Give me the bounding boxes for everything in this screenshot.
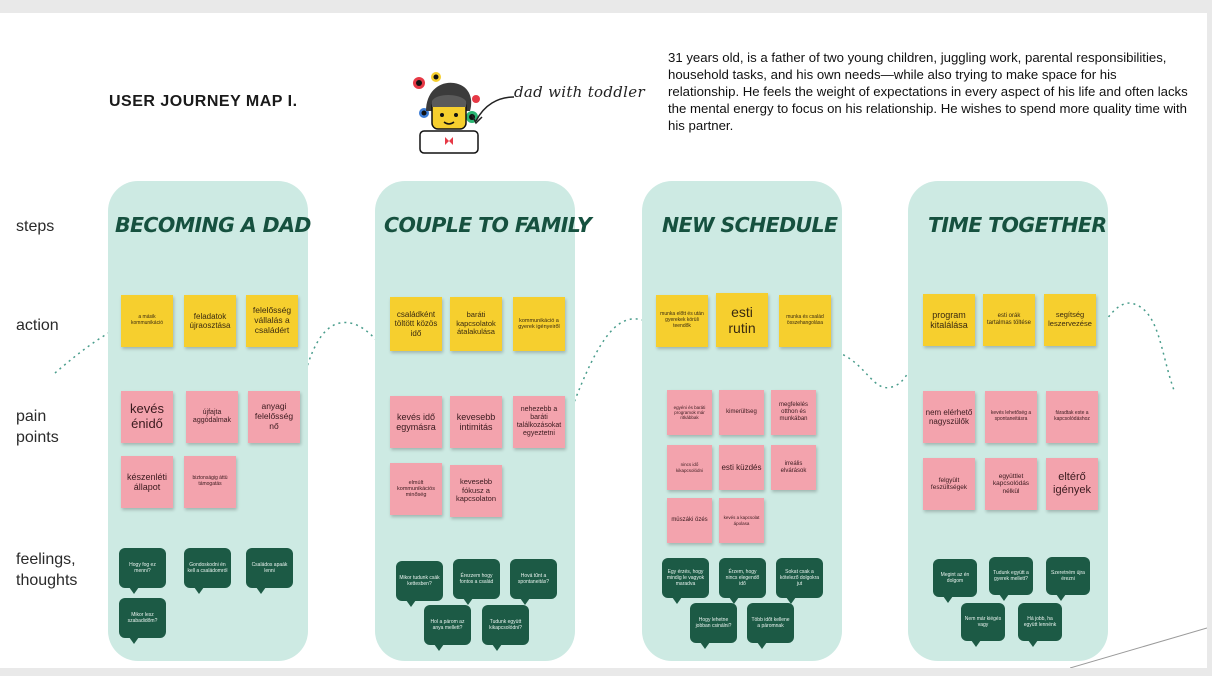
pain-note[interactable]: készenléti állapot	[121, 456, 173, 508]
action-note[interactable]: családként töltött közös idő	[390, 297, 442, 351]
row-label-action: action	[16, 317, 59, 334]
page-title: USER JOURNEY MAP I.	[109, 93, 298, 110]
pain-note[interactable]: esti küzdés	[719, 445, 764, 490]
thought-bubble: Tudunk együtt a gyerek mellett?	[989, 557, 1033, 601]
thought-bubble: Szeretném újra érezni	[1046, 557, 1090, 601]
thought-bubble: Érezzem hogy fontos a család	[453, 559, 500, 605]
action-note[interactable]: munka és család összehangolása	[779, 295, 831, 347]
curved-arrow-icon	[471, 96, 515, 125]
row-label-feelings: feelings,	[16, 551, 76, 568]
row-label-steps: steps	[16, 218, 55, 235]
pain-note[interactable]: müszáki özés	[667, 498, 712, 543]
stage-title: TIME TOGETHER	[928, 213, 1107, 237]
action-note[interactable]: munka előtt és után gyerekek körüli teen…	[656, 295, 708, 347]
thought-bubble: Családos apaák lenni	[246, 548, 293, 594]
row-label-thoughts: thoughts	[16, 572, 78, 589]
action-note[interactable]: program kitalálása	[923, 294, 975, 346]
action-note[interactable]: felelősség vállalás a családért	[246, 295, 298, 347]
pain-note[interactable]: fáradtak este a kapcsolódáshoz	[1046, 391, 1098, 443]
thought-bubble: Hogy fog ez menni?	[119, 548, 166, 594]
action-note[interactable]: kommunikáció a gyerek igényeiről	[513, 297, 565, 351]
thought-bubble: Hol a párom az anya mellett?	[424, 605, 471, 651]
pain-note[interactable]: kevés énidő	[121, 391, 173, 443]
dad-avatar-icon	[413, 72, 480, 154]
pain-note[interactable]: kimerültseg	[719, 390, 764, 435]
pain-note[interactable]: egyéni és baráti programok már ritkábbak	[667, 390, 712, 435]
pain-note[interactable]: kevés lehetőség a spontaneitásra	[985, 391, 1037, 443]
thought-bubble: Mikor lesz szabadidőm?	[119, 598, 166, 644]
thought-bubble: Nem már kiégés vagy	[961, 603, 1005, 647]
thought-bubble: Egy érzés, hogy mindig le vagyok maradva	[662, 558, 709, 604]
action-note[interactable]: segítség leszervezése	[1044, 294, 1096, 346]
pain-note[interactable]: nem elérhető nagyszülők	[923, 391, 975, 443]
pain-note[interactable]: eltérő igények	[1046, 458, 1098, 510]
pain-note[interactable]: felgyült feszültségek	[923, 458, 975, 510]
thought-bubble: Hová tűnt a spontaneitás?	[510, 559, 557, 605]
stage-title: NEW SCHEDULE	[662, 213, 838, 237]
action-note[interactable]: baráti kapcsolatok átalakulása	[450, 297, 502, 351]
pain-note[interactable]: kevés a kapcsolat ápolasa	[719, 498, 764, 543]
pain-note[interactable]: megfelelés otthon és munkában	[771, 390, 816, 435]
pain-note[interactable]: együttlet kapcsolódás nélkül	[985, 458, 1037, 510]
thought-bubble: Több időt kellene a páromnak	[747, 603, 794, 649]
stage-title: COUPLE TO FAMILY	[384, 213, 592, 237]
persona-description: 31 years old, is a father of two young c…	[668, 50, 1188, 133]
pain-note[interactable]: anyagi felelősség nő	[248, 391, 300, 443]
thought-bubble: Gondoskodni én kell a családomról	[184, 548, 231, 594]
thought-bubble: Megint az én dolgom	[933, 559, 977, 603]
corner-line	[1070, 627, 1207, 668]
thought-bubble: Hogy lehetne jobban csinálni?	[690, 603, 737, 649]
thought-bubble: Há jobb, ha együtt lennénk	[1018, 603, 1062, 647]
action-note[interactable]: feladatok újraosztása	[184, 295, 236, 347]
pain-note[interactable]: újfajta aggódalmak	[186, 391, 238, 443]
row-label-points: points	[16, 429, 59, 446]
pain-note[interactable]: elmúlt kommunikációs minőség	[390, 463, 442, 515]
thought-bubble: Tudunk együtt kikapcsolódni?	[482, 605, 529, 651]
pain-note[interactable]: kevesebb fókusz a kapcsolaton	[450, 465, 502, 517]
action-note[interactable]: esti orák tartalmas töltése	[983, 294, 1035, 346]
pain-note[interactable]: nehezebb a baráti találkozásokat egyezte…	[513, 396, 565, 448]
action-note[interactable]: esti rutin	[716, 293, 768, 347]
journey-map-board: USER JOURNEY MAP I. dad with toddler 31 …	[0, 13, 1207, 668]
thought-bubble: Mikor tudunk csák kettesben?	[396, 561, 443, 607]
thought-bubble: Érzem, hogy nincs elegendő idő	[719, 558, 766, 604]
pain-note[interactable]: irreális elvárások	[771, 445, 816, 490]
persona-label: dad with toddler	[514, 83, 645, 101]
pain-note[interactable]: biztonságig áttü támogatás	[184, 456, 236, 508]
pain-note[interactable]: nincs idő kikapcsolódni	[667, 445, 712, 490]
row-label-pain: pain	[16, 408, 47, 425]
thought-bubble: Sokat csak a kötelező dolgokra jut	[776, 558, 823, 604]
pain-note[interactable]: kevés idő egymásra	[390, 396, 442, 448]
pain-note[interactable]: kevesebb intimitás	[450, 396, 502, 448]
stage-title: BECOMING A DAD	[115, 213, 311, 237]
action-note[interactable]: a másik kommunikáció	[121, 295, 173, 347]
